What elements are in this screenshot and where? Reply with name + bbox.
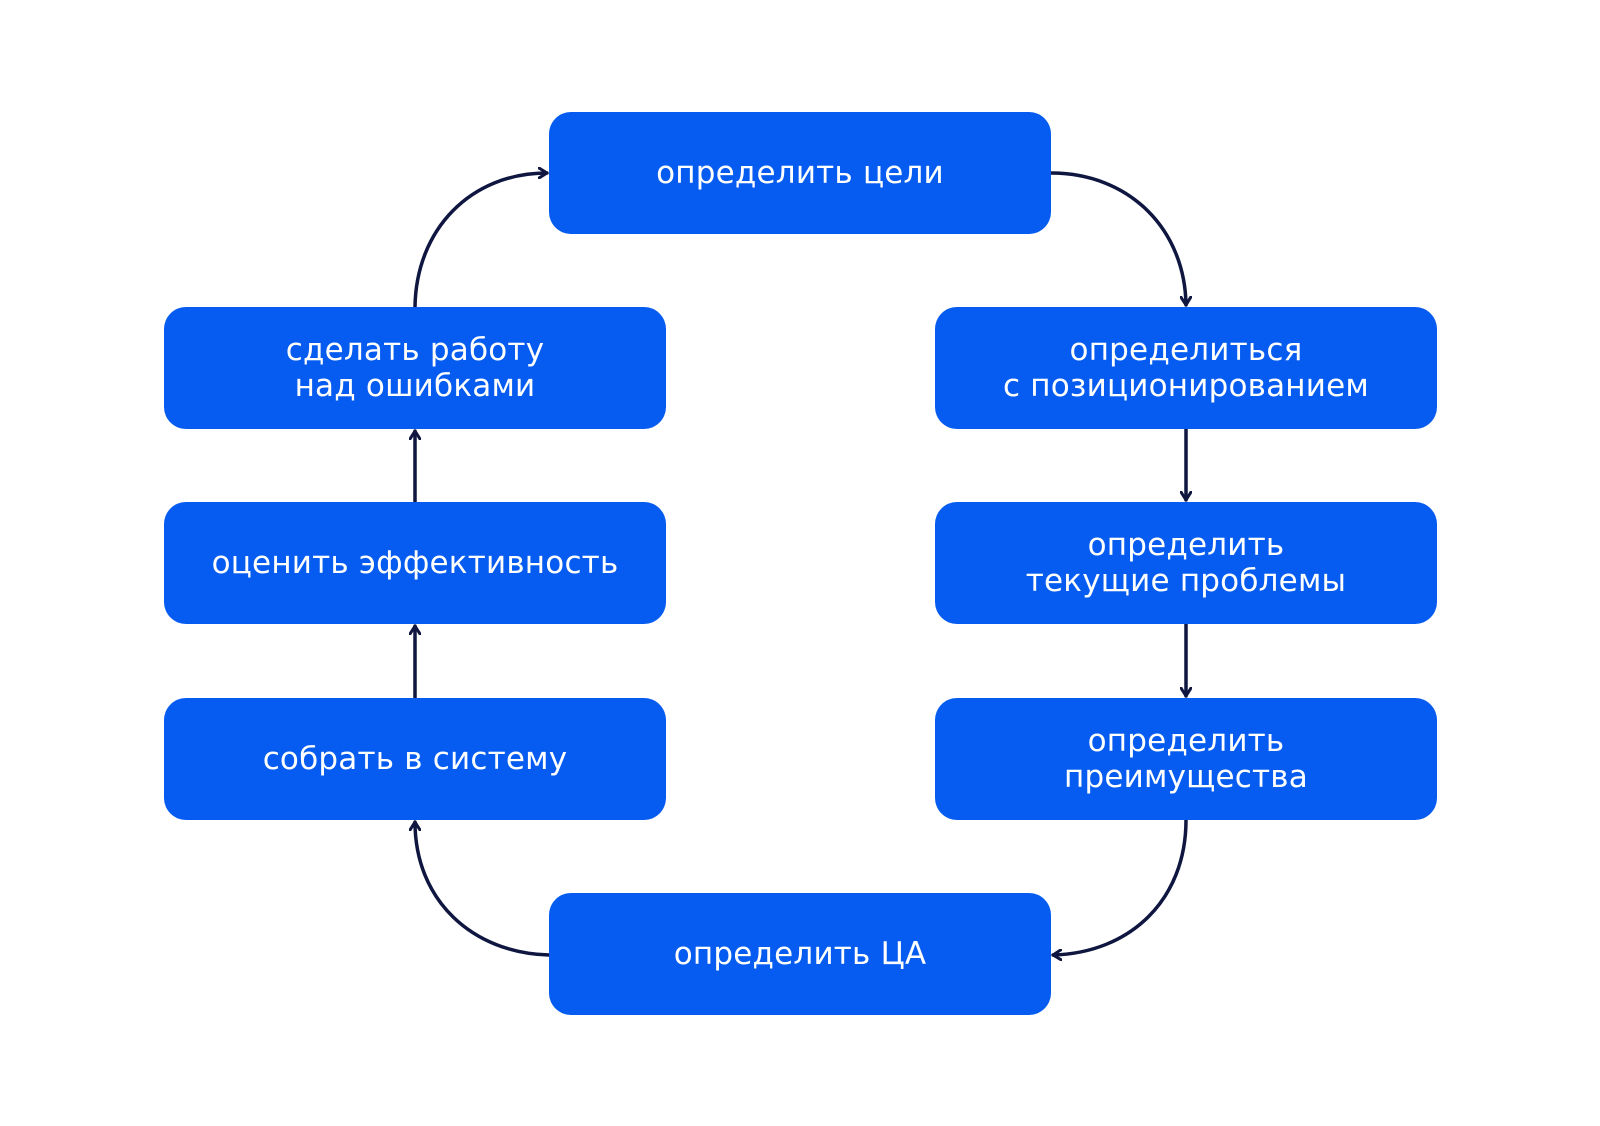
edge-audience-to-system — [415, 820, 551, 957]
node-problems: определить текущие проблемы — [935, 502, 1437, 624]
node-system-label: собрать в систему — [262, 741, 568, 777]
node-audience-label: определить ЦА — [673, 936, 927, 972]
edge-mistakes-to-goals — [413, 173, 549, 309]
node-positioning: определиться с позиционированием — [935, 307, 1437, 429]
node-problems-label: определить текущие проблемы — [1025, 527, 1347, 599]
node-advantages-label: определить преимущества — [1064, 723, 1308, 795]
node-efficiency: оценить эффективность — [164, 502, 666, 624]
node-system: собрать в систему — [164, 698, 666, 820]
node-audience: определить ЦА — [549, 893, 1051, 1015]
node-mistakes: сделать работу над ошибками — [164, 307, 666, 429]
node-advantages: определить преимущества — [935, 698, 1437, 820]
edge-goals-to-positioning — [1049, 171, 1186, 307]
node-goals-label: определить цели — [656, 155, 944, 191]
edge-advantages-to-audience — [1051, 818, 1188, 955]
node-efficiency-label: оценить эффективность — [211, 545, 619, 581]
node-positioning-label: определиться с позиционированием — [1003, 332, 1369, 404]
node-mistakes-label: сделать работу над ошибками — [285, 332, 545, 404]
node-goals: определить цели — [549, 112, 1051, 234]
